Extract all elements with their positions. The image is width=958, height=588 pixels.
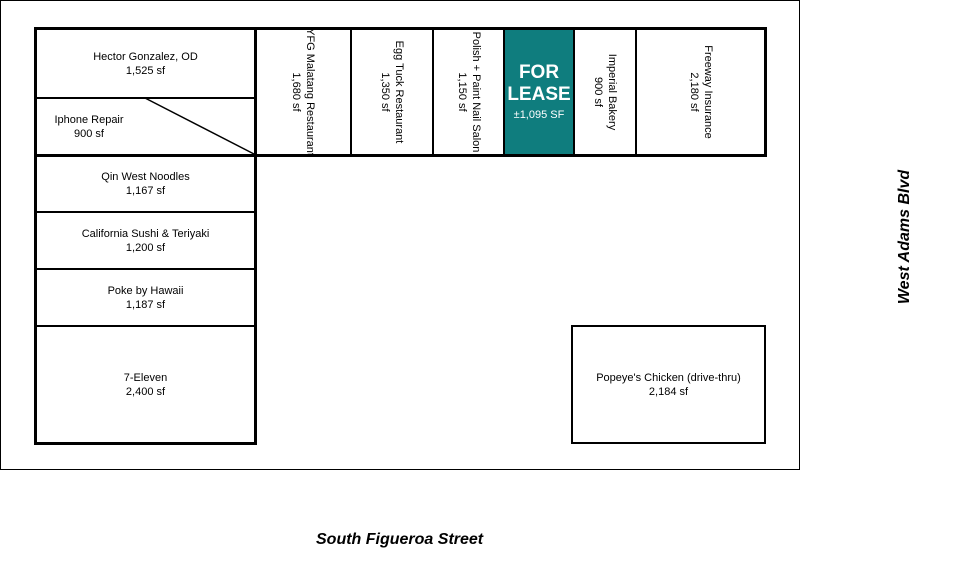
unit-size: 1,187 sf bbox=[125, 298, 166, 311]
unit-qin-west-noodles[interactable]: Qin West Noodles 1,167 sf bbox=[35, 154, 256, 213]
unit-hector-gonzalez[interactable]: Hector Gonzalez, OD 1,525 sf bbox=[35, 28, 256, 99]
unit-freeway-insurance[interactable]: Freeway Insurance 2,180 sf bbox=[635, 28, 766, 156]
unit-size: 900 sf bbox=[74, 128, 104, 140]
unit-size: 900 sf bbox=[592, 77, 604, 107]
unit-size: 1,200 sf bbox=[125, 241, 166, 254]
unit-divider-diagonal bbox=[35, 97, 255, 155]
unit-size: 1,680 sf bbox=[290, 72, 302, 112]
unit-yfg-malatang[interactable]: YFG Malatang Restaurant 1,680 sf bbox=[254, 28, 352, 156]
unit-for-lease[interactable]: FOR LEASE ±1,095 SF bbox=[503, 28, 575, 156]
unit-name: Freeway Insurance bbox=[701, 45, 714, 139]
unit-name: Imperial Bakery bbox=[606, 53, 618, 131]
unit-7-eleven[interactable]: 7-Eleven 2,400 sf bbox=[35, 325, 256, 444]
unit-iphone-repair[interactable]: Iphone Repair 900 sf bbox=[35, 97, 256, 156]
unit-size: 1,350 sf bbox=[379, 72, 391, 112]
unit-name: 7-Eleven bbox=[123, 371, 168, 384]
unit-size: 2,184 sf bbox=[648, 385, 689, 398]
unit-california-sushi[interactable]: California Sushi & Teriyaki 1,200 sf bbox=[35, 211, 256, 270]
unit-size: 1,150 sf bbox=[455, 72, 468, 112]
unit-imperial-bakery[interactable]: Imperial Bakery 900 sf bbox=[573, 28, 637, 156]
unit-name: Iphone Repair bbox=[54, 114, 124, 126]
unit-size: 1,167 sf bbox=[125, 184, 166, 197]
street-label-south-figueroa: South Figueroa Street bbox=[316, 531, 484, 548]
unit-name: Qin West Noodles bbox=[101, 170, 190, 183]
unit-egg-tuck[interactable]: Egg Tuck Restaurant 1,350 sf bbox=[350, 28, 434, 156]
lease-label-for: FOR bbox=[518, 62, 560, 83]
unit-popeyes-chicken[interactable]: Popeye's Chicken (drive-thru) 2,184 sf bbox=[571, 325, 766, 444]
street-label-west-adams: West Adams Blvd bbox=[896, 169, 913, 305]
unit-name: YFG Malatang Restaurant bbox=[304, 28, 316, 156]
unit-size: 2,180 sf bbox=[687, 72, 700, 112]
unit-name: California Sushi & Teriyaki bbox=[81, 227, 210, 240]
unit-name: Popeye's Chicken (drive-thru) bbox=[596, 371, 741, 384]
unit-size: 1,525 sf bbox=[125, 65, 166, 77]
lease-size: ±1,095 SF bbox=[513, 109, 565, 121]
unit-name: Hector Gonzalez, OD bbox=[93, 51, 198, 63]
unit-poke-by-hawaii[interactable]: Poke by Hawaii 1,187 sf bbox=[35, 268, 256, 327]
unit-name: Poke by Hawaii bbox=[107, 284, 184, 297]
unit-name: Egg Tuck Restaurant bbox=[393, 40, 405, 144]
lease-label-lease: LEASE bbox=[507, 84, 571, 105]
unit-size: 2,400 sf bbox=[125, 385, 166, 398]
unit-name: Polish + Paint Nail Salon bbox=[469, 31, 482, 153]
site-boundary bbox=[0, 0, 800, 470]
unit-polish-paint[interactable]: Polish + Paint Nail Salon 1,150 sf bbox=[432, 28, 505, 156]
